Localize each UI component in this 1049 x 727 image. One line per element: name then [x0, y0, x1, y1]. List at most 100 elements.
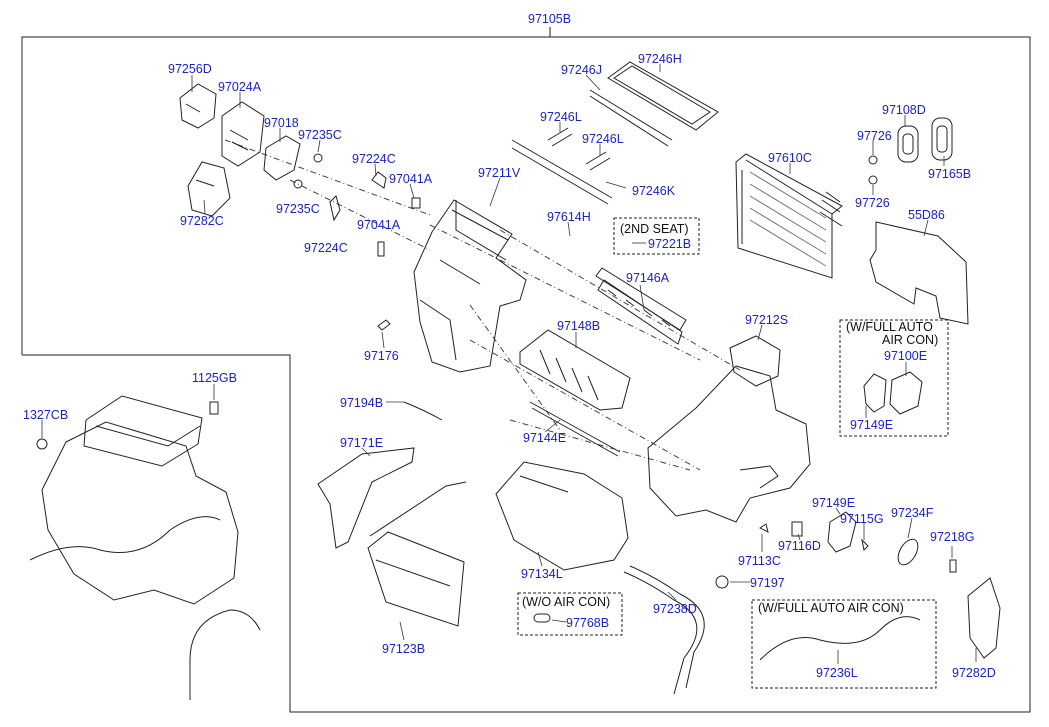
label-97165B[interactable]: 97165B — [928, 167, 972, 181]
label-97197[interactable]: 97197 — [750, 576, 785, 590]
label-97116D[interactable]: 97116D — [778, 539, 821, 553]
label-97726-b[interactable]: 97726 — [855, 196, 890, 210]
heater-core-97123B — [367, 481, 467, 627]
label-97123B[interactable]: 97123B — [382, 642, 426, 656]
actuator-97149E-b — [827, 511, 857, 553]
label-97146A[interactable]: 97146A — [626, 271, 670, 285]
link-rod-97144E — [529, 401, 621, 457]
label-97614H[interactable]: 97614H — [547, 210, 591, 224]
fastener-97113C — [759, 523, 769, 533]
hose-97238D — [623, 565, 705, 695]
panel-97146A — [595, 267, 687, 345]
link-97224C-a — [371, 171, 387, 189]
note-full-auto-2: (W/FULL AUTO AIR CON) — [758, 601, 904, 615]
nut-1327CB — [36, 438, 48, 450]
label-97256D[interactable]: 97256D — [168, 62, 212, 76]
label-97282C[interactable]: 97282C — [180, 214, 224, 228]
label-97282D[interactable]: 97282D — [952, 666, 996, 680]
full-auto-box-1 — [839, 319, 949, 437]
bushing-97768B — [533, 613, 551, 623]
label-97234F[interactable]: 97234F — [891, 506, 934, 520]
wo-aircon-box — [517, 592, 623, 636]
note-full-auto-1-line1: (W/FULL AUTO — [846, 320, 933, 334]
pin-97041A-b — [377, 241, 385, 257]
note-second-seat: (2ND SEAT) — [620, 222, 689, 236]
label-1327CB[interactable]: 1327CB — [23, 408, 69, 422]
label-97149E-b[interactable]: 97149E — [812, 496, 856, 510]
o-ring-97726-b — [868, 175, 878, 185]
actuator-97256D — [179, 83, 217, 129]
label-97194B[interactable]: 97194B — [340, 396, 384, 410]
clip-97176 — [377, 319, 391, 331]
label-97610C[interactable]: 97610C — [768, 151, 812, 165]
second-seat-box — [613, 217, 700, 255]
label-97212S[interactable]: 97212S — [745, 313, 789, 327]
label-97211V[interactable]: 97211V — [478, 166, 521, 180]
actuator-97149E-a — [863, 373, 887, 413]
label-97144E[interactable]: 97144E — [523, 431, 567, 445]
label-97246L-b[interactable]: 97246L — [582, 132, 624, 146]
link-97224C-b — [329, 195, 341, 222]
label-97041A-b[interactable]: 97041A — [357, 218, 401, 232]
label-97235C-a[interactable]: 97235C — [298, 128, 342, 142]
pin-97041A-a — [411, 197, 421, 209]
actuator-97282C — [187, 161, 231, 217]
evaporator-97610C — [735, 153, 843, 279]
label-97148B[interactable]: 97148B — [557, 319, 601, 333]
seal-97165B — [931, 117, 953, 161]
actuator-97100E — [889, 371, 923, 415]
label-97041A-a[interactable]: 97041A — [389, 172, 433, 186]
actuator-97024A — [221, 101, 265, 167]
label-97113C[interactable]: 97113C — [738, 554, 781, 568]
clip-97235C-a — [313, 153, 323, 163]
label-97235C-b[interactable]: 97235C — [276, 202, 320, 216]
screw-97218G — [949, 559, 957, 573]
label-97246L-a[interactable]: 97246L — [540, 110, 582, 124]
label-main-assembly[interactable]: 97105B — [528, 12, 572, 26]
insulator-55D86 — [869, 221, 969, 325]
filter-frame-97246H — [607, 61, 719, 131]
label-97221B[interactable]: 97221B — [648, 237, 692, 251]
assembled-unit-inset — [29, 395, 261, 700]
assembly-frame — [21, 36, 1031, 713]
label-55D86[interactable]: 55D86 — [908, 208, 945, 222]
label-97171E[interactable]: 97171E — [340, 436, 384, 450]
cap-97197 — [715, 575, 729, 589]
label-97149E-a[interactable]: 97149E — [850, 418, 894, 432]
full-auto-box-2 — [751, 599, 937, 689]
case-97212S — [647, 335, 811, 523]
label-97224C-b[interactable]: 97224C — [304, 241, 348, 255]
seal-97108D — [897, 125, 919, 163]
label-97108D[interactable]: 97108D — [882, 103, 926, 117]
label-97246H[interactable]: 97246H — [638, 52, 682, 66]
label-97224C-a[interactable]: 97224C — [352, 152, 396, 166]
label-97218G[interactable]: 97218G — [930, 530, 975, 544]
label-97176[interactable]: 97176 — [364, 349, 399, 363]
bracket-97171E — [317, 447, 415, 549]
label-1125GB[interactable]: 1125GB — [192, 371, 237, 385]
label-97024A[interactable]: 97024A — [218, 80, 262, 94]
label-97134L[interactable]: 97134L — [521, 567, 563, 581]
cover-97282D — [967, 577, 1001, 659]
clip-97235C-b — [293, 179, 303, 189]
note-wo-air-con: (W/O AIR CON) — [522, 595, 611, 609]
label-97100E[interactable]: 97100E — [884, 349, 928, 363]
label-97018[interactable]: 97018 — [264, 116, 299, 130]
label-97238D[interactable]: 97238D — [653, 602, 697, 616]
door-lever-97018 — [263, 135, 301, 181]
o-ring-97726-a — [868, 155, 878, 165]
seal-97194B — [403, 401, 443, 421]
label-97115G[interactable]: 97115G — [840, 512, 884, 526]
label-97236L[interactable]: 97236L — [816, 666, 858, 680]
drain-pan-97134L — [495, 461, 629, 571]
harness-97236L — [759, 616, 921, 661]
grommet-97234F — [897, 538, 919, 566]
note-full-auto-1-line2: AIR CON) — [882, 333, 939, 347]
label-97246K[interactable]: 97246K — [632, 184, 676, 198]
label-97726-a[interactable]: 97726 — [857, 129, 892, 143]
label-97246J[interactable]: 97246J — [561, 63, 603, 77]
bolt-1125GB — [209, 401, 219, 415]
clip-97115G — [861, 538, 869, 552]
label-97768B[interactable]: 97768B — [566, 616, 610, 630]
